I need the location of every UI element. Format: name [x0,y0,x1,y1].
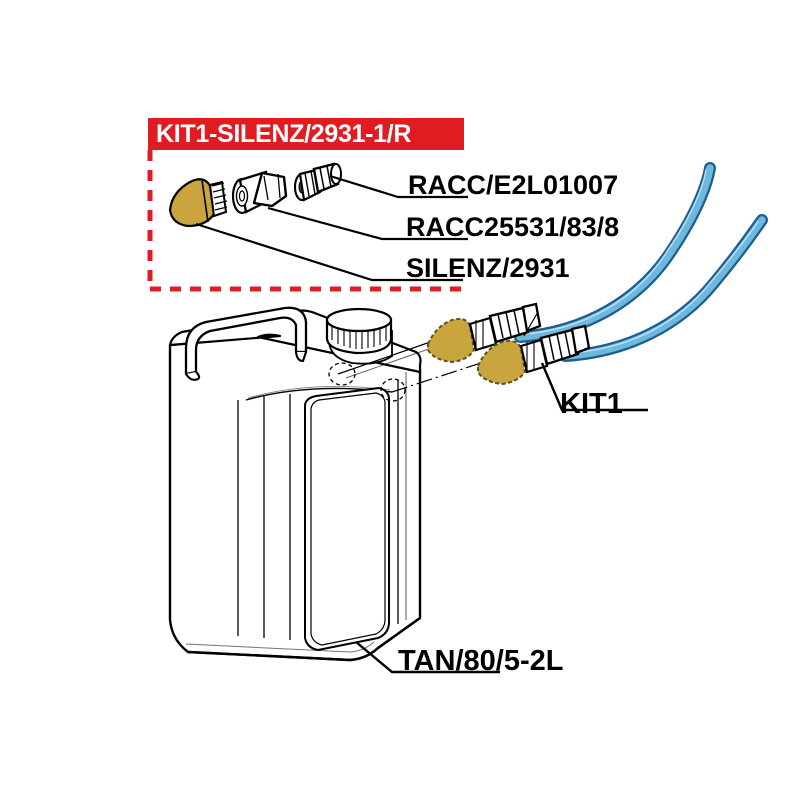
hose-upper [514,162,716,343]
leader-lines-detail [195,174,468,282]
label-racc-e2l01007: RACC/E2L01007 [408,170,619,200]
tank-cap [325,307,393,365]
exploded-part-silenz-nozzle [168,178,228,228]
assembly-axis-lines [337,339,485,393]
label-silenz2931: SILENZ/2931 [406,253,570,283]
jerrycan-tank [168,306,485,662]
detail-box-border [147,150,461,292]
label-kit1: KIT1 [560,388,623,420]
leader-line-tan [355,641,500,674]
label-tan-80-5-2l: TAN/80/5-2L [398,645,564,677]
kit-title-text: KIT1-SILENZ/2931-1/R [156,119,412,148]
kit1-assembly-lower [477,324,591,385]
tank-handle [184,306,308,381]
hose-lower [559,214,768,362]
tank-outlet-ports [328,362,406,402]
leader-line-kit1 [540,362,648,412]
kit-title-banner: KIT1-SILENZ/2931-1/R [148,118,464,150]
kit1-assembly-upper [427,302,542,363]
label-racc25531: RACC25531/83/8 [406,212,620,242]
exploded-part-racc-coupling [231,170,288,215]
exploded-part-racc-fitting [293,162,342,202]
